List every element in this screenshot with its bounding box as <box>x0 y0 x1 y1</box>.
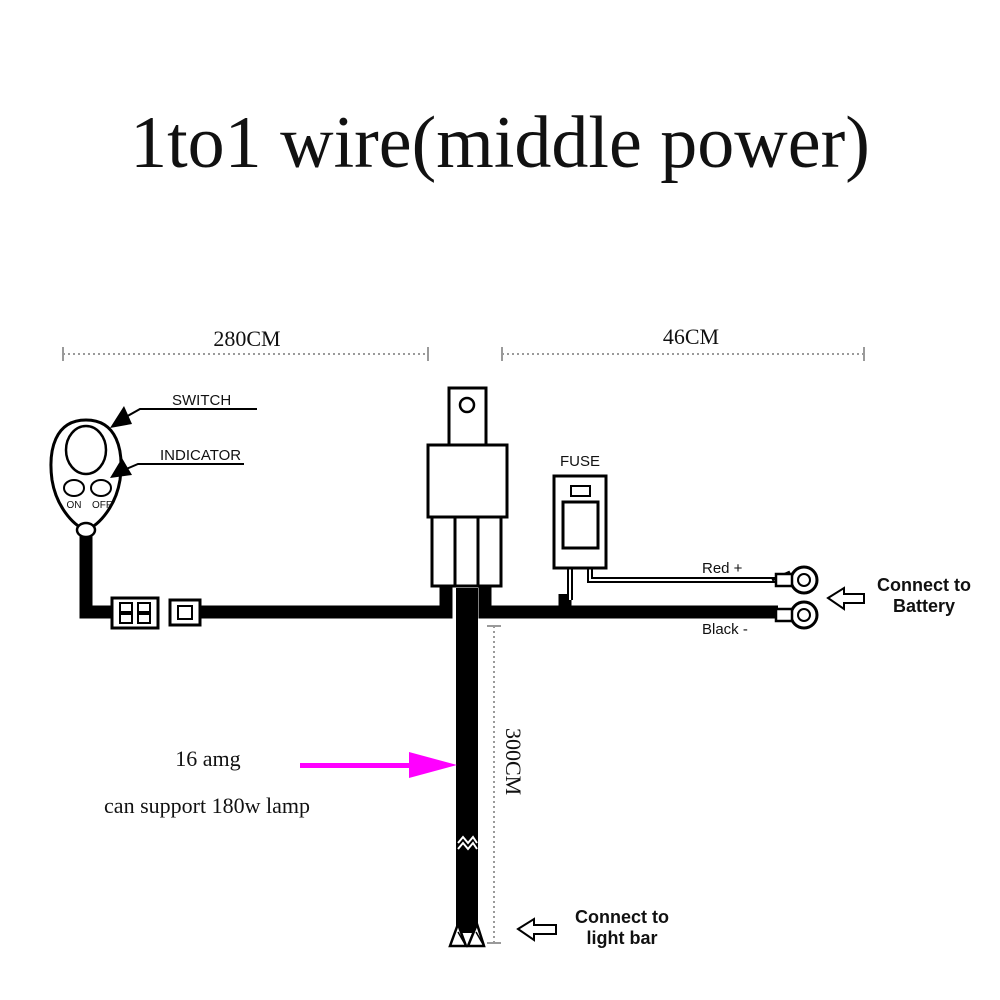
battery-arrow-icon <box>826 586 865 611</box>
light-bar-terminals <box>448 920 486 948</box>
harness-wires <box>79 530 778 933</box>
dimension-46cm: 46CM <box>501 324 865 361</box>
gauge-note-arrow <box>300 752 457 778</box>
relay <box>426 386 509 588</box>
black-ring-terminal <box>774 600 819 630</box>
fuse-holder: FUSE <box>552 453 608 570</box>
black-wire-label: Black - <box>702 621 748 638</box>
magenta-arrow-icon <box>409 752 457 778</box>
wire-connector <box>110 596 202 630</box>
battery-label-line2: Battery <box>893 596 955 616</box>
switch-arrow-icon <box>110 406 132 428</box>
switch-callout: SWITCH <box>110 392 257 428</box>
red-wire-label: Red + <box>702 560 743 577</box>
battery-callout: Connect to Battery <box>826 575 971 616</box>
dimension-280cm-label: 280CM <box>213 326 280 351</box>
switch-remote: ON OFF <box>49 418 123 539</box>
gauge-note: 16 amg <box>175 746 240 771</box>
switch-button <box>64 424 108 476</box>
off-button <box>90 479 112 497</box>
support-note: can support 180w lamp <box>104 793 310 818</box>
indicator-label: INDICATOR <box>160 447 241 464</box>
on-button <box>63 479 85 497</box>
break-mark <box>457 835 478 845</box>
trunk-wire <box>456 588 478 933</box>
indicator-arrow-icon <box>110 458 132 478</box>
fuse-label: FUSE <box>560 453 600 470</box>
light-bar-callout: Connect to light bar <box>516 907 669 948</box>
light-bar-arrow-icon <box>516 917 557 942</box>
battery-label-line1: Connect to <box>877 575 971 595</box>
break-mark-lower <box>457 841 478 851</box>
indicator-callout: INDICATOR <box>110 447 244 478</box>
relay-mount-hole <box>458 396 476 414</box>
light-bar-label-line1: Connect to <box>575 907 669 927</box>
dimension-300cm-label: 300CM <box>501 728 526 795</box>
light-bar-label-line2: light bar <box>587 928 658 948</box>
switch-label: SWITCH <box>172 392 231 409</box>
on-label: ON <box>67 500 82 511</box>
red-ring-terminal <box>771 565 819 595</box>
dimension-300cm: 300CM <box>487 625 526 944</box>
red-wire <box>567 568 780 600</box>
dimension-280cm: 280CM <box>62 326 429 361</box>
diagram-title: 1to1 wire(middle power) <box>130 102 870 184</box>
dimension-46cm-label: 46CM <box>663 324 719 349</box>
off-label: OFF <box>92 500 112 511</box>
cable-grommet <box>75 521 97 539</box>
